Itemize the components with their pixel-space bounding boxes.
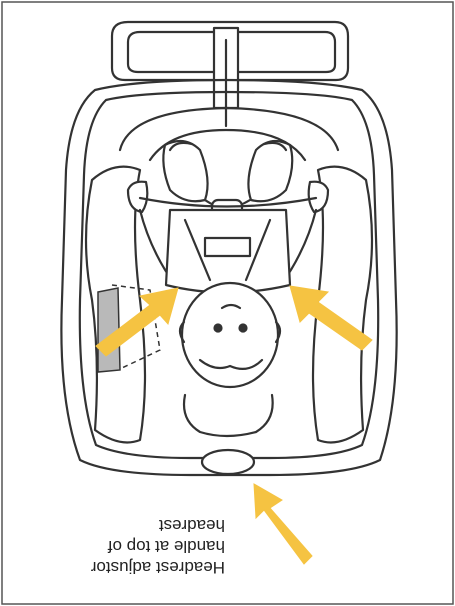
child-eye-left bbox=[215, 325, 222, 332]
caption-line-2: handle at top of bbox=[108, 537, 225, 556]
child-eye-right bbox=[240, 325, 247, 332]
headrest-cushion bbox=[184, 395, 273, 436]
chest-clip bbox=[205, 238, 250, 256]
arrow-to-adjustor bbox=[254, 484, 312, 564]
car-seat bbox=[61, 22, 396, 475]
caption-line-1: Headrest adjustor bbox=[90, 558, 225, 577]
caption-line-3: headrest bbox=[159, 516, 225, 535]
child-head bbox=[182, 283, 278, 387]
child-hand-left bbox=[128, 182, 147, 212]
arrow-right-to-head bbox=[290, 286, 372, 350]
headrest-adjustor-handle bbox=[202, 450, 254, 474]
caption: Headrest adjustor handle at top of headr… bbox=[90, 516, 225, 577]
child-hand-right bbox=[309, 182, 328, 212]
